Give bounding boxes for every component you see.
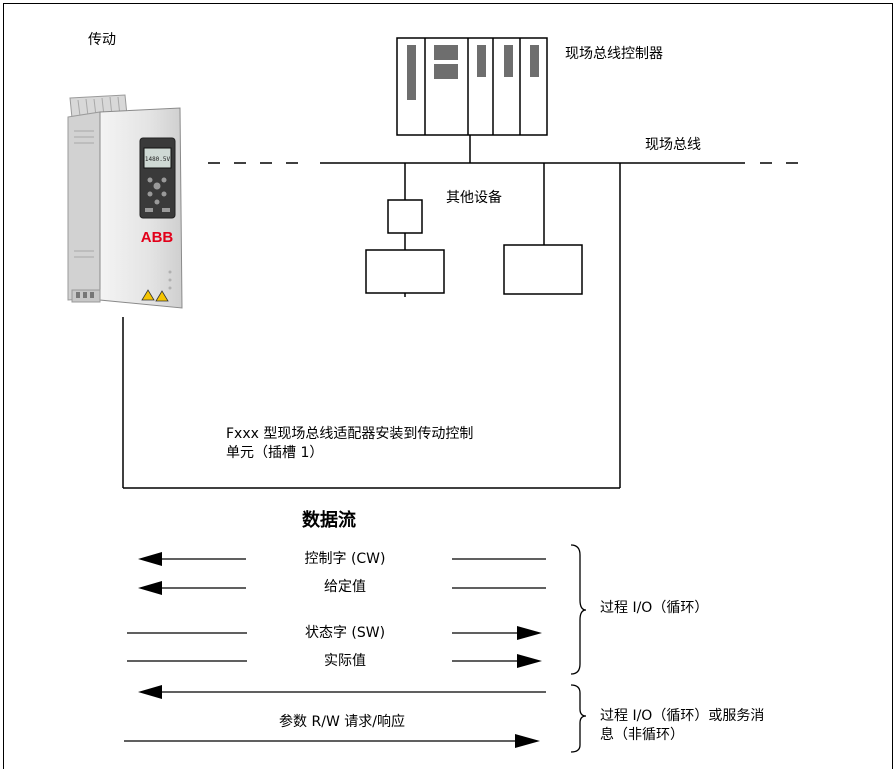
fieldbus-lines <box>122 135 800 489</box>
figure-frame <box>3 3 893 769</box>
flow-label-parameter-rw: 参数 R/W 请求/响应 <box>279 714 405 730</box>
abb-logo: ABB <box>141 229 174 246</box>
other-devices-label: 其他设备 <box>446 190 502 206</box>
data-flow-title: 数据流 <box>302 510 356 531</box>
drive-label: 传动 <box>88 32 116 48</box>
flow-label-status-word: 状态字 (SW) <box>304 625 386 641</box>
keypad-display <box>143 147 172 169</box>
drive-unit-image: 1480.5V ABB <box>67 94 183 309</box>
flow-label-reference: 给定值 <box>324 579 366 595</box>
group-label-service-line1: 过程 I/O（循环）或服务消 <box>600 708 765 724</box>
fieldbus-label: 现场总线 <box>645 137 701 153</box>
display-readout: 1480.5V <box>145 156 171 163</box>
group-label-service-line2: 息（非循环） <box>600 727 684 743</box>
group-label-process-io: 过程 I/O（循环） <box>600 600 709 616</box>
fieldbus-controller <box>396 37 548 136</box>
data-flow-arrows <box>124 552 546 748</box>
flow-label-actual-value: 实际值 <box>324 653 366 669</box>
fieldbus-controller-label: 现场总线控制器 <box>565 46 663 62</box>
controller-module-indicators <box>407 45 539 100</box>
group-braces <box>570 544 587 753</box>
adapter-label-line2: 单元（插槽 1） <box>226 445 324 461</box>
adapter-label-line1: Fxxx 型现场总线适配器安装到传动控制 <box>226 426 474 442</box>
flow-label-control-word: 控制字 (CW) <box>304 551 386 567</box>
other-devices <box>365 199 583 295</box>
